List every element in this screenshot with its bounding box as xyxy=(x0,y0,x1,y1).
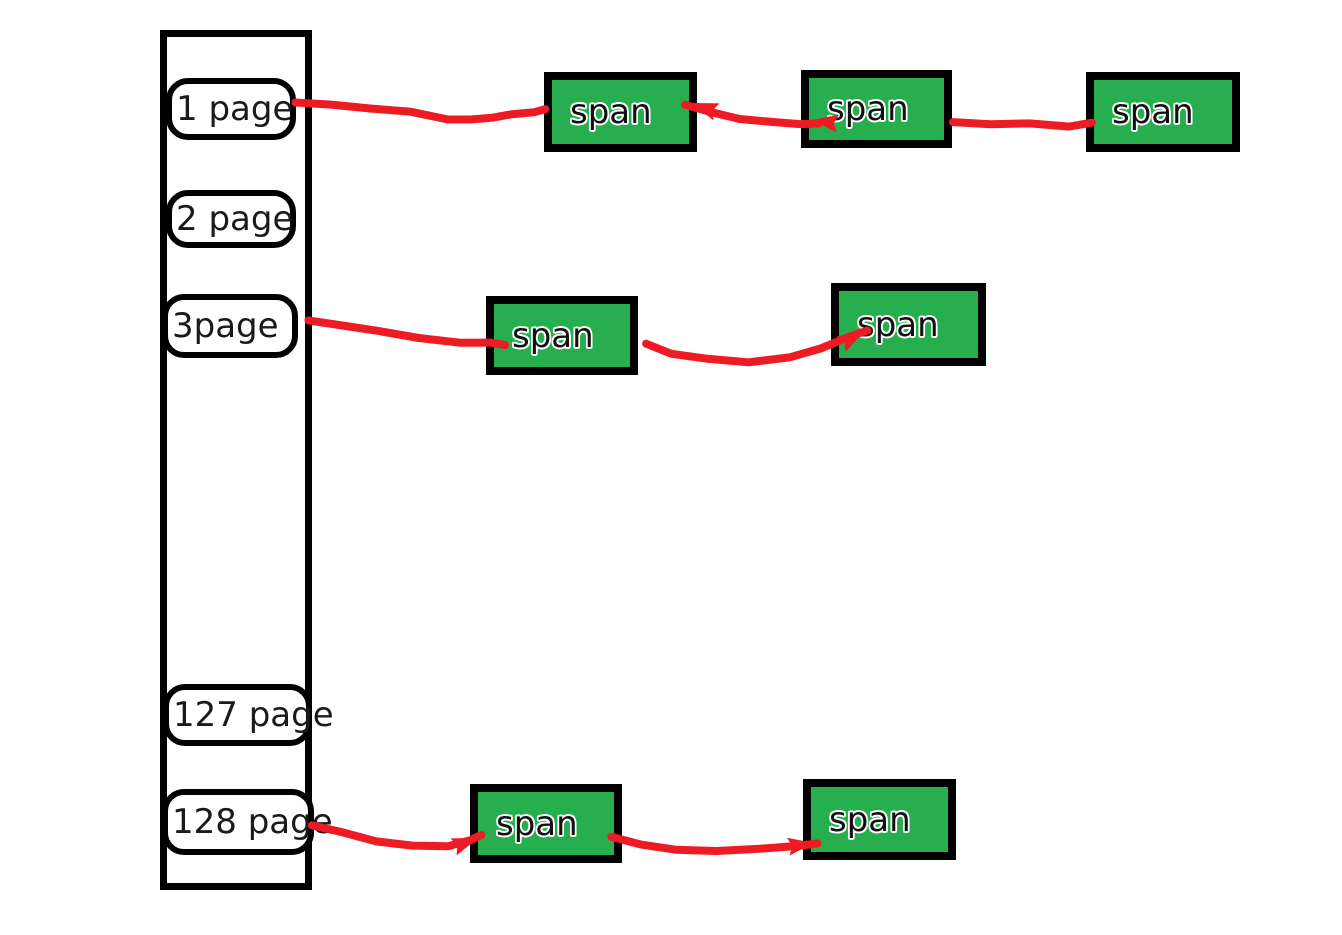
span-block-label: span xyxy=(1112,92,1194,132)
page-cell-page-128[interactable]: 128 page xyxy=(162,789,333,855)
connector-stroke xyxy=(681,100,823,129)
page-cell-label: 127 page xyxy=(173,695,334,735)
page-cell-page-1[interactable]: 1 page xyxy=(166,78,296,140)
connector-stroke xyxy=(607,832,822,855)
connector-link-page1-to-span1 xyxy=(291,98,550,124)
page-cell-label: 3page xyxy=(172,306,279,346)
connector-stroke xyxy=(304,316,509,349)
connector-stroke xyxy=(307,821,486,851)
span-block-label: span xyxy=(827,89,909,129)
connector-stroke xyxy=(948,118,1096,131)
page-cell-label: 1 page xyxy=(176,89,294,129)
span-block-label: span xyxy=(570,92,652,132)
page-cell-page-127[interactable]: 127 page xyxy=(163,684,334,746)
span-block-span-128-2[interactable]: span xyxy=(803,779,956,860)
page-cell-label: 2 page xyxy=(176,199,294,239)
connector-link-span1-to-span2 xyxy=(681,100,823,129)
span-block-span-1-3[interactable]: span xyxy=(1086,72,1240,152)
span-block-span-1-2[interactable]: span xyxy=(801,70,952,148)
span-block-span-1-1[interactable]: span xyxy=(544,72,697,152)
connector-link-span128a-to-span128b xyxy=(607,832,822,856)
connector-stroke xyxy=(291,98,550,124)
span-block-label: span xyxy=(512,315,594,356)
page-list-container xyxy=(160,30,312,890)
page-cell-page-3[interactable]: 3page xyxy=(162,294,298,358)
span-block-span-3-1[interactable]: span xyxy=(486,296,638,375)
connector-link-page3-to-span1 xyxy=(304,316,509,349)
span-block-label: span xyxy=(496,803,578,844)
page-cell-page-2[interactable]: 2 page xyxy=(166,190,296,248)
span-block-span-128-1[interactable]: span xyxy=(470,784,622,863)
span-block-span-3-2[interactable]: span xyxy=(831,283,986,366)
connector-link-page128-to-span1 xyxy=(307,821,486,856)
span-block-label: span xyxy=(829,799,911,840)
page-cell-label: 128 page xyxy=(172,802,333,842)
span-block-label: span xyxy=(857,304,939,345)
